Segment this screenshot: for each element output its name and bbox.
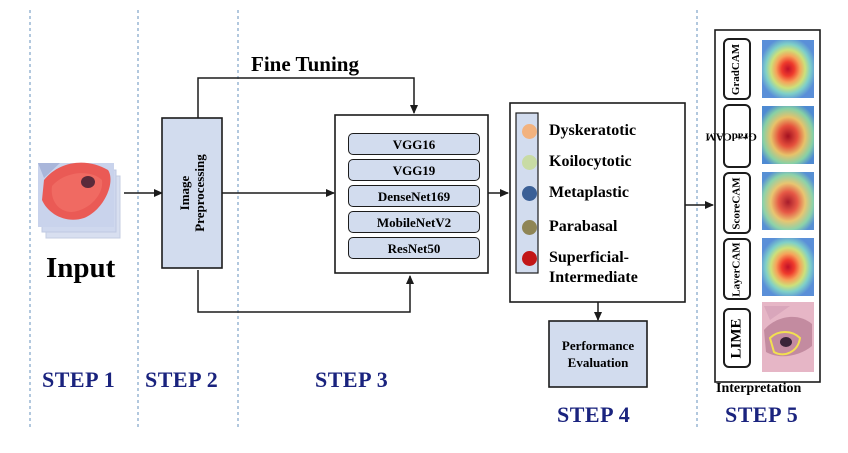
class-label: Dyskeratotic: [549, 122, 637, 139]
heatmap-layercam: [762, 238, 814, 296]
method-lime: LIME: [723, 308, 751, 368]
class-label-line1: Superficial-: [549, 249, 629, 266]
preprocessing-label: Image Preprocessing: [162, 118, 222, 268]
input-image-stack: [38, 162, 121, 239]
method-label-two-line: GradCAM ++: [706, 110, 757, 161]
heatmap-gradcam-pp: [762, 106, 814, 164]
koilocytotic-dot: [522, 155, 537, 170]
class-parabasal: Parabasal: [522, 217, 617, 239]
superficial-intermediate-dot: [522, 251, 537, 266]
step-2-label: STEP 2: [145, 367, 219, 392]
lime-image: [762, 302, 814, 372]
step-4-label: STEP 4: [557, 402, 631, 427]
method-gradcam: GradCAM: [723, 38, 751, 100]
class-label: Metaplastic: [549, 184, 629, 201]
model-vgg19: VGG19: [348, 159, 480, 181]
model-resnet50: ResNet50: [348, 237, 480, 259]
heatmap-scorecam: [762, 172, 814, 230]
preprocessing-label-line1: Image: [177, 175, 193, 211]
class-label-line2: Intermediate: [549, 269, 638, 286]
step-3-label: STEP 3: [315, 367, 389, 392]
fine-tuning-label: Fine Tuning: [251, 52, 359, 76]
model-mobilenetv2: MobileNetV2: [348, 211, 480, 233]
preprocessing-box: [161, 117, 223, 269]
method-layercam: LayerCAM: [723, 238, 751, 300]
classes-container: [509, 102, 686, 303]
step-5-label: STEP 5: [725, 402, 799, 427]
step-1-label: STEP 1: [42, 367, 116, 392]
class-koilocytotic: Koilocytotic: [522, 152, 632, 174]
performance-label-line1: Performance: [561, 338, 635, 353]
performance-label-line2: Evaluation: [567, 355, 629, 370]
class-superficial-intermediate: Superficial- Intermediate: [522, 248, 638, 292]
metaplastic-dot: [522, 186, 537, 201]
parabasal-dot: [522, 220, 537, 235]
model-vgg16: VGG16: [348, 133, 480, 155]
class-label: Koilocytotic: [549, 153, 632, 170]
method-label: LayerCAM: [730, 241, 743, 297]
class-metaplastic: Metaplastic: [522, 183, 629, 205]
method-scorecam: ScoreCAM: [723, 172, 751, 234]
method-gradcam-pp: GradCAM ++: [706, 104, 757, 168]
method-label: GradCAM: [730, 43, 743, 95]
interpretation-title: Interpretation: [716, 381, 802, 396]
heatmap-gradcam: [762, 40, 814, 98]
class-label-two-line: Superficial- Intermediate: [549, 248, 638, 288]
class-dyskeratotic: Dyskeratotic: [522, 121, 636, 143]
dyskeratotic-dot: [522, 124, 537, 139]
step-dividers: [29, 10, 698, 430]
method-label-line2: ++: [736, 130, 749, 143]
method-label: ScoreCAM: [730, 176, 743, 230]
performance-label: Performance Evaluation: [549, 321, 647, 387]
model-densenet169: DenseNet169: [348, 185, 480, 207]
performance-box: [548, 320, 648, 388]
input-label: Input: [46, 252, 116, 284]
class-label: Parabasal: [549, 218, 618, 235]
method-label: LIME: [728, 317, 745, 359]
preprocessing-label-line2: Preprocessing: [192, 154, 208, 232]
